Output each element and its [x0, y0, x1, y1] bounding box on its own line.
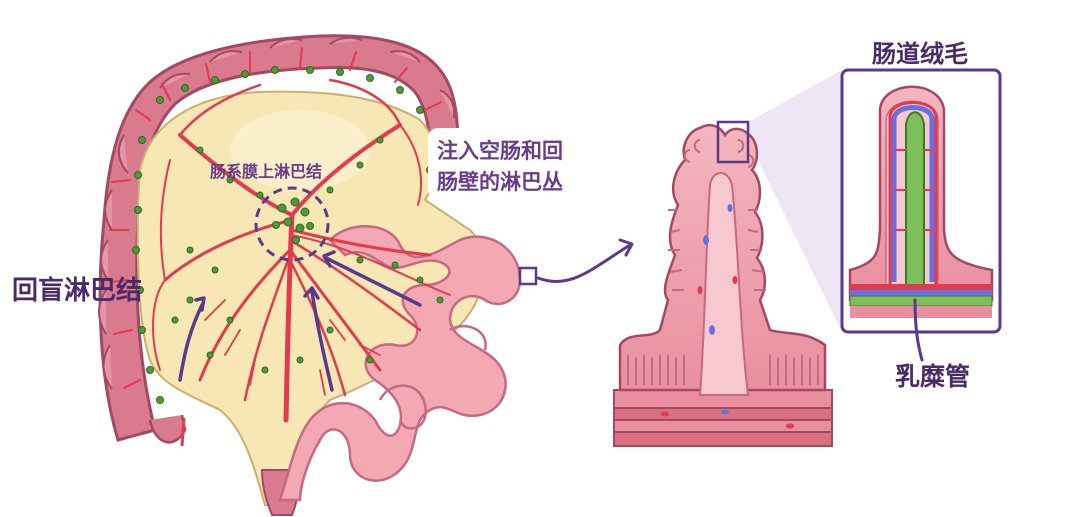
lymph-nodes [132, 66, 444, 404]
intestinal-villus-title: 肠道绒毛 [872, 40, 968, 68]
lacteal [905, 111, 925, 286]
villus-zoom-panel [840, 68, 1002, 362]
lacteal-label: 乳糜管 [895, 362, 971, 391]
zoom-marker-box [518, 266, 538, 286]
superior-mesenteric-lymph-node-label: 肠系膜上淋巴结 [210, 162, 323, 181]
ileocecal-lymph-node-label: 回盲淋巴结 [12, 276, 143, 306]
smn-highlight-circle [254, 186, 330, 262]
villus-tip-marker [716, 120, 750, 164]
colon-illustration [98, 34, 634, 516]
small-intestine [278, 225, 522, 502]
zoom-arrow [536, 243, 632, 284]
drainage-label-line1: 注入空肠和回 [437, 139, 563, 163]
villus-section [613, 70, 842, 447]
flow-arrows [178, 250, 422, 392]
drainage-label: 注入空肠和回 肠壁的淋巴丛 [437, 136, 563, 198]
drainage-label-line2: 肠壁的淋巴丛 [437, 170, 563, 194]
